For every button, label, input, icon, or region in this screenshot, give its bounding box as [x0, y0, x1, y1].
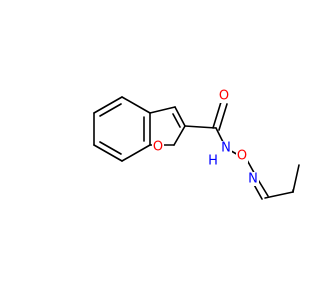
atom-label-imine-nitrogen: N	[247, 172, 259, 187]
double-bond-inner	[99, 141, 122, 155]
double-bond-inner	[99, 103, 122, 117]
oxygen-symbol: O	[237, 149, 247, 164]
hydrogen-symbol: H	[208, 154, 218, 169]
furan-ring	[264, 164, 300, 199]
oxygen-symbol: O	[219, 89, 229, 104]
bond	[184, 125, 217, 129]
atom-label-furan-oxygen: O	[236, 149, 248, 164]
atom-label-benzofuran-oxygen: O	[152, 140, 164, 155]
carbonyl-double-bond	[218, 103, 228, 131]
bond	[121, 96, 151, 114]
nitrogen-symbol: N	[248, 172, 258, 187]
nitrogen-symbol: N	[221, 141, 231, 156]
bond	[292, 164, 300, 193]
bond	[121, 144, 151, 162]
oxygen-symbol: O	[153, 140, 163, 155]
molecule-diagram: O O N H N O	[93, 89, 300, 200]
double-bond-inner	[172, 113, 181, 128]
carbonyl-double-bond	[212, 101, 222, 129]
bond	[93, 144, 123, 162]
structure-canvas: O O N H N O	[93, 89, 300, 200]
benzene-ring	[93, 96, 151, 162]
bond	[149, 106, 176, 114]
bond	[93, 96, 123, 114]
atom-label-amide-nitrogen: N H	[208, 141, 232, 169]
bond	[264, 191, 294, 199]
atom-label-amide-oxygen: O	[218, 89, 230, 104]
bond	[173, 125, 186, 146]
bond	[174, 106, 186, 127]
